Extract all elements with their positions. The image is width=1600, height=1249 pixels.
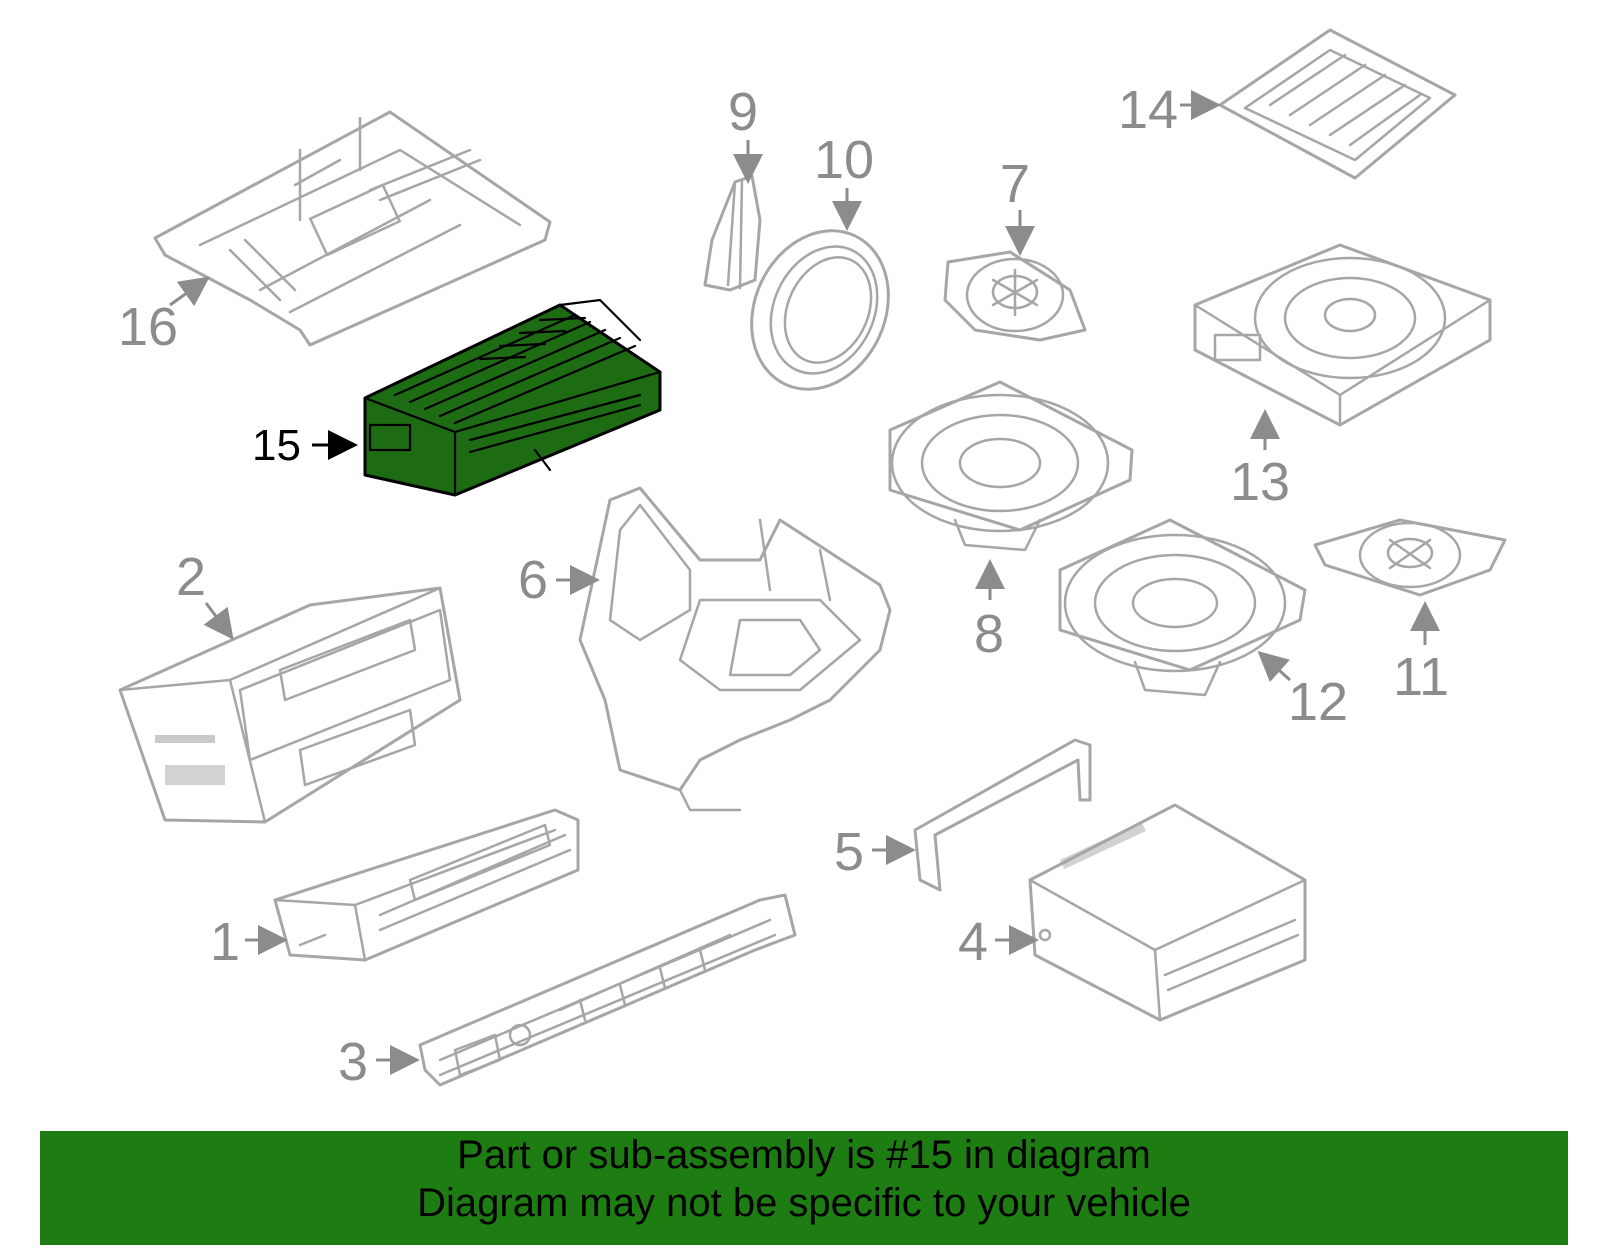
callout-8[interactable]: 8	[974, 604, 1004, 664]
part-15-amplifier[interactable]	[363, 298, 662, 497]
part-2-head-unit[interactable]	[118, 586, 462, 824]
part-6-support-frame[interactable]	[578, 486, 892, 812]
callout-13[interactable]: 13	[1230, 452, 1290, 512]
part-10-speaker-ring[interactable]	[726, 208, 913, 412]
callout-9[interactable]: 9	[728, 82, 758, 142]
callout-10[interactable]: 10	[814, 130, 874, 190]
part-4-drive-unit[interactable]	[1028, 803, 1307, 1022]
part-5-bracket[interactable]	[913, 738, 1092, 892]
part-12-woofer[interactable]	[1058, 518, 1307, 697]
callout-11[interactable]: 11	[1393, 647, 1449, 707]
callout-14[interactable]: 14	[1118, 80, 1178, 140]
part-9-tweeter-cover[interactable]	[703, 174, 762, 292]
callout-2[interactable]: 2	[176, 547, 206, 607]
part-7-tweeter[interactable]	[943, 250, 1087, 342]
part-13-subwoofer[interactable]	[1193, 243, 1492, 427]
banner-line-2: Diagram may not be specific to your vehi…	[417, 1181, 1191, 1225]
part-1-radio-unit[interactable]	[273, 808, 580, 962]
callout-12[interactable]: 12	[1288, 672, 1348, 732]
callout-4[interactable]: 4	[958, 912, 988, 972]
callout-1[interactable]: 1	[210, 912, 240, 972]
part-16-mounting-bracket[interactable]	[153, 110, 552, 347]
part-14-speaker-grille[interactable]	[1218, 28, 1457, 180]
part-8-woofer[interactable]	[888, 380, 1134, 552]
info-banner: Part or sub-assembly is #15 in diagram D…	[40, 1131, 1568, 1245]
part-11-tweeter[interactable]	[1313, 518, 1507, 597]
callout-6[interactable]: 6	[518, 550, 548, 610]
banner-line-1: Part or sub-assembly is #15 in diagram	[457, 1133, 1151, 1177]
callout-3[interactable]: 3	[338, 1032, 368, 1092]
part-3-control-panel[interactable]	[418, 893, 797, 1087]
callout-7[interactable]: 7	[1000, 154, 1030, 214]
callout-15[interactable]: 15	[252, 421, 301, 470]
callout-5[interactable]: 5	[834, 822, 864, 882]
callout-16[interactable]: 16	[118, 297, 178, 357]
